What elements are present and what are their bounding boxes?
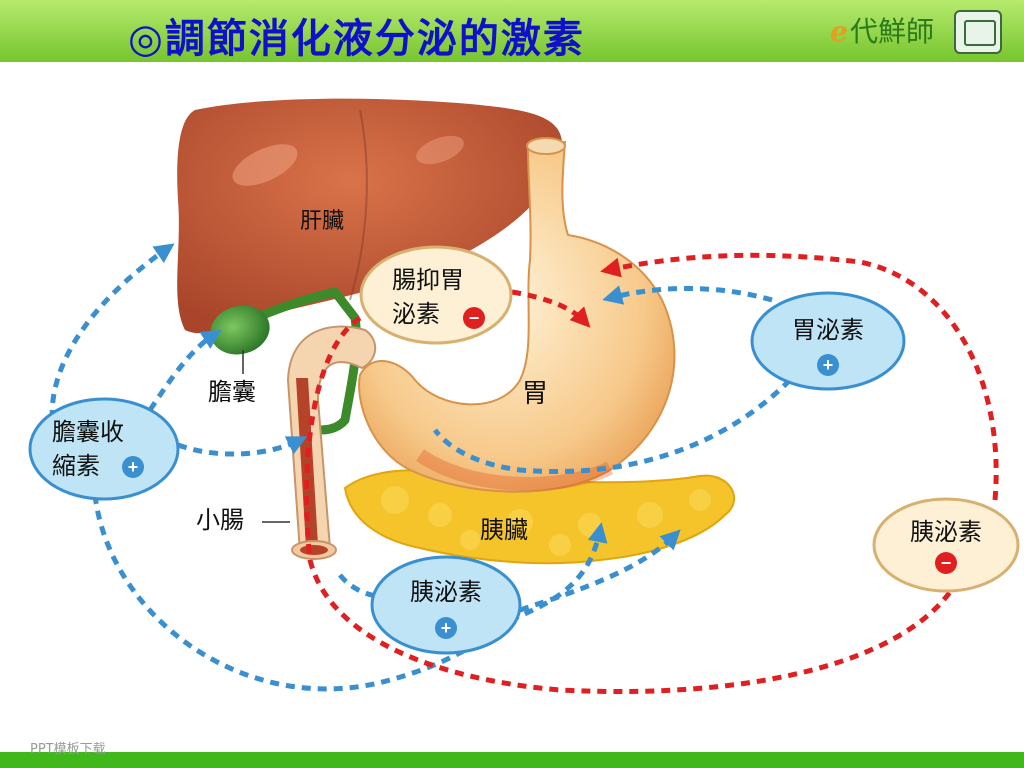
inhibition-arrows: [304, 252, 999, 695]
plus-icon: [817, 354, 839, 376]
brand-text: 代鮮師: [849, 15, 934, 48]
enterogastrone-line1: 腸抑胃: [392, 267, 464, 294]
page-title: ◎調節消化液分泌的激素: [128, 15, 585, 62]
brand-logo: e代鮮師: [830, 10, 934, 50]
gastrin-sign: +: [823, 355, 834, 375]
cck-bubble: 膽囊收 縮素 +: [28, 397, 180, 501]
secretin-left-sign: +: [441, 618, 452, 638]
plus-icon: [122, 456, 144, 478]
gallbladder-label: 膽囊: [208, 379, 256, 406]
small-intestine: [286, 325, 377, 560]
cck-sign: +: [128, 457, 139, 477]
secretin-right-label: 胰泌素: [910, 519, 982, 546]
secretin-right-sign: −: [941, 553, 952, 573]
gallbladder: [210, 305, 270, 355]
cck-line2: 縮素: [52, 453, 100, 480]
minus-icon: [463, 307, 485, 329]
enterogastrone-line2: 泌素: [392, 301, 440, 328]
cck-line1: 膽囊收: [52, 419, 124, 446]
small-intestine-label: 小腸: [196, 507, 244, 534]
stomach: [358, 137, 676, 493]
secretin-minus-bubble: 胰泌素 −: [872, 497, 1020, 593]
pancreas-label: 胰臟: [480, 517, 528, 544]
liver: [177, 98, 563, 334]
stomach-label: 胃: [522, 378, 548, 408]
plus-icon: [435, 617, 457, 639]
secretin-left-label: 胰泌素: [410, 579, 482, 606]
enterogastrone-bubble: 腸抑胃 泌素 −: [359, 245, 513, 345]
secretin-plus-bubble: 胰泌素 +: [370, 555, 522, 655]
liver-label: 肝臟: [300, 208, 344, 233]
minus-icon: [935, 552, 957, 574]
gastrin-bubble: 胃泌素 +: [750, 291, 906, 391]
header-bar: [0, 0, 1024, 62]
gastrin-label: 胃泌素: [792, 317, 864, 344]
brand-e: e: [830, 15, 848, 48]
digestive-hormone-diagram: 肝臟 膽囊 胃 小腸 胰臟 腸抑胃 泌素 − 胃泌素 + 膽囊收 縮素 + 胰泌…: [28, 98, 1020, 695]
footer-bar: [0, 752, 1024, 768]
footer-watermark: PPT模板下载: [30, 742, 106, 757]
pancreas: [343, 469, 736, 565]
enterogastrone-sign: −: [469, 308, 480, 328]
school-logo-icon: [954, 10, 1002, 54]
